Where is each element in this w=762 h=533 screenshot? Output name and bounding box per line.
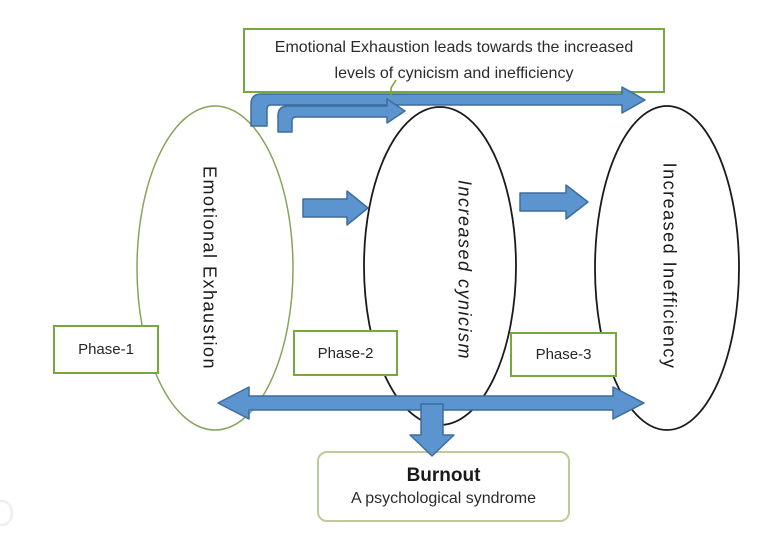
burnout-subtitle: A psychological syndrome [351, 490, 536, 507]
corner-artifact [0, 499, 14, 527]
burnout-box: Burnout A psychological syndrome [317, 451, 570, 522]
banner-line2: levels of cynicism and inefficiency [334, 64, 574, 82]
phase-1-box: Phase-1 [53, 325, 159, 374]
phase-2-box: Phase-2 [293, 330, 398, 376]
phase-3-label: Phase-3 [535, 346, 592, 363]
ellipse-increased-cynicism [363, 106, 517, 426]
arrow-phase1-to-phase2-icon [302, 190, 369, 226]
label-increased-cynicism: Increased cynicism [454, 179, 475, 361]
double-arrow-burnout-span-icon [217, 386, 645, 420]
label-emotional-exhaustion: Emotional Exhaustion [199, 165, 220, 371]
arrow-phase2-to-phase3-icon [519, 184, 589, 220]
banner-line1: Emotional Exhaustion leads towards the i… [274, 38, 634, 56]
burnout-title: Burnout [406, 465, 481, 486]
phase-3-box: Phase-3 [510, 332, 617, 377]
elbow-arrow-to-cynicism-icon [277, 98, 406, 133]
down-arrow-to-burnout-icon [409, 403, 455, 457]
banner-box: Emotional Exhaustion leads towards the i… [243, 28, 665, 93]
label-increased-inefficiency: Increased Inefficiency [659, 162, 680, 370]
phase-2-label: Phase-2 [317, 344, 374, 362]
phase-1-label: Phase-1 [78, 341, 134, 358]
